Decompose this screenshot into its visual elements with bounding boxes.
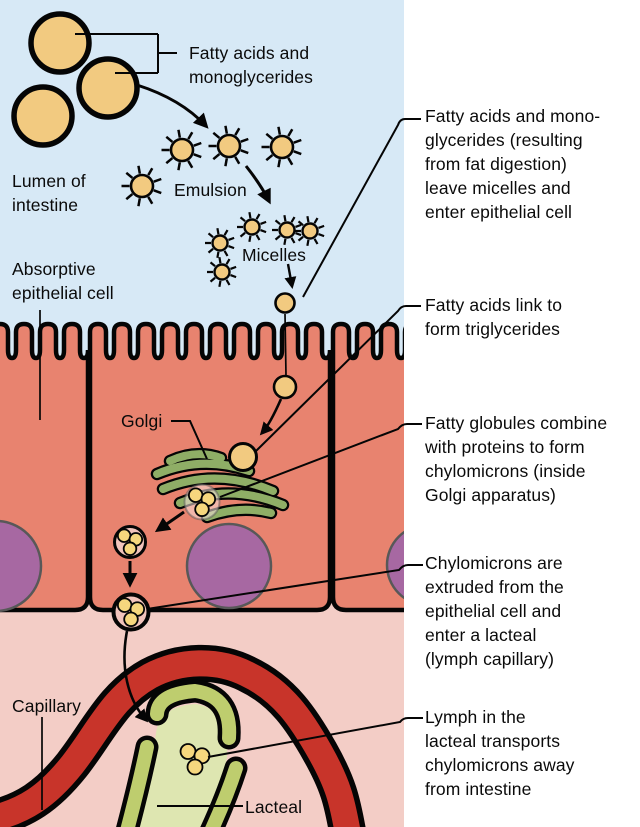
label-micelles: Micelles bbox=[242, 245, 307, 265]
flow-arrows bbox=[122, 83, 297, 723]
label-absorptive-cell: Absorptive epithelial cell bbox=[12, 259, 114, 303]
chylomicron-particles bbox=[116, 487, 217, 776]
emulsion-and-micelles bbox=[121, 125, 325, 287]
lacteal-wall-left bbox=[120, 740, 154, 827]
nucleus-middle bbox=[185, 522, 273, 610]
annotation-form-triglycerides: Fatty acids link to form triglycerides bbox=[425, 295, 563, 339]
leader-annotation-4 bbox=[146, 564, 423, 610]
epithelial-cell-right bbox=[330, 321, 404, 613]
fat-globules bbox=[11, 11, 140, 148]
lacteal-wall-right bbox=[205, 761, 243, 827]
annotation-chylomicrons-extruded: Chylomicrons are extruded from the epith… bbox=[425, 553, 564, 669]
leader-annotation-3 bbox=[219, 423, 422, 498]
nucleus-right bbox=[385, 530, 404, 600]
entry-trace-line bbox=[284, 313, 287, 377]
leader-annotation-5 bbox=[207, 717, 423, 758]
label-fatty-acids-bracket: Fatty acids and monoglycerides bbox=[189, 43, 313, 87]
lacteal-vessel bbox=[116, 679, 248, 827]
fatty-acid-in-cell bbox=[272, 374, 298, 400]
label-capillary: Capillary bbox=[12, 696, 81, 716]
fat-globule-at-golgi bbox=[228, 442, 258, 472]
fatty-acid-entering bbox=[274, 292, 296, 314]
leader-golgi bbox=[171, 420, 208, 460]
leader-annotation-2 bbox=[255, 305, 421, 452]
nucleus-left bbox=[0, 519, 43, 613]
annotation-fatty-globules-combine: Fatty globules combine with proteins to … bbox=[425, 413, 608, 505]
leader-annotation-1 bbox=[302, 118, 421, 298]
label-emulsion: Emulsion bbox=[174, 180, 247, 200]
label-lacteal: Lacteal bbox=[245, 797, 303, 817]
lacteal-lumen bbox=[137, 704, 228, 827]
label-lumen: Lumen of intestine bbox=[12, 171, 86, 215]
leader-lines bbox=[39, 118, 423, 810]
capillary-vessel bbox=[0, 644, 366, 827]
annotation-fatty-acids-leave-micelles: Fatty acids and mono- glycerides (result… bbox=[425, 106, 601, 222]
lacteal-wall-cap bbox=[150, 683, 237, 745]
label-golgi: Golgi bbox=[121, 411, 163, 431]
annotation-lymph-transports: Lymph in the lacteal transports chylomic… bbox=[425, 707, 575, 799]
bracket-line bbox=[75, 33, 177, 74]
